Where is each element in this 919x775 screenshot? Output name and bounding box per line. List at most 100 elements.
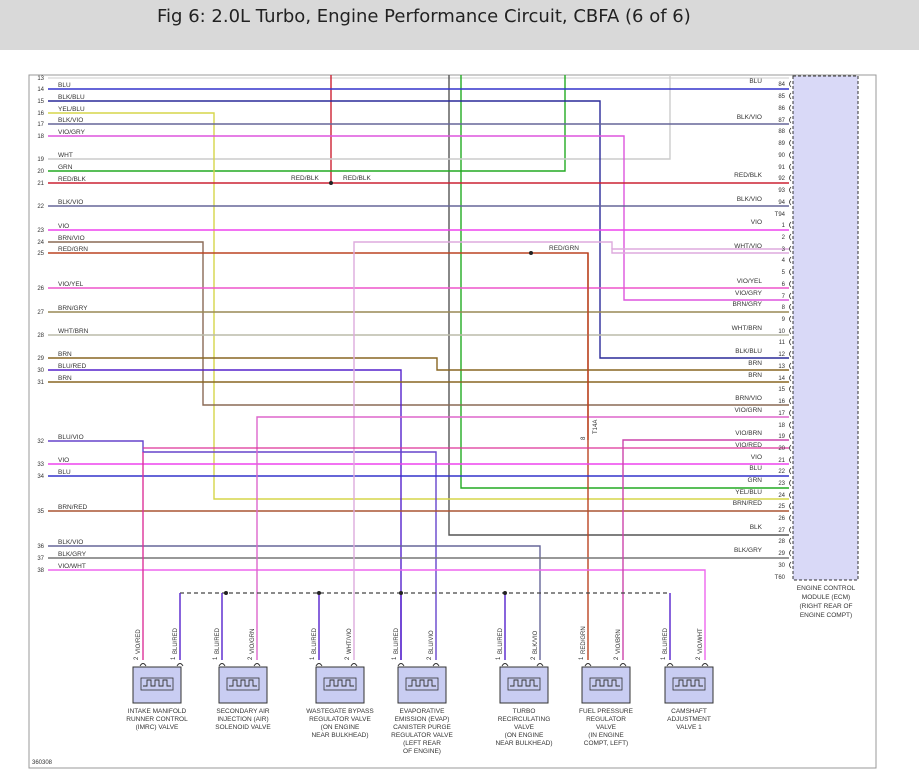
left-wire-color: BLU/RED: [58, 363, 86, 370]
ecm-pin-bracket: [789, 127, 792, 135]
component-pin-number: 2: [427, 656, 433, 660]
component-pin-number: 2: [345, 656, 351, 660]
left-wire-number: 13: [37, 76, 44, 82]
ecm-pin-bracket: [789, 303, 792, 311]
ecm-pin-number: 28: [778, 539, 785, 545]
ecm-pin-number: 84: [778, 82, 785, 88]
component-label-line: INJECTION (AIR): [217, 716, 268, 723]
component-pin-connector: [139, 663, 147, 667]
wire-row-24: [48, 241, 789, 406]
splice-dot-2: [399, 591, 403, 595]
left-wire-number: 32: [37, 439, 44, 445]
ecm-pin-number: 18: [778, 423, 785, 429]
component-pin-connector: [501, 663, 509, 667]
component-label-line: SOLENOID VALVE: [215, 724, 271, 731]
left-wire-color: BLK/VIO: [58, 117, 83, 124]
splice-dot-0: [224, 591, 228, 595]
solenoid-coil-icon: [143, 679, 171, 687]
ecm-label-line: (RIGHT REAR OF: [800, 603, 853, 610]
wire-wastegate-2: [353, 241, 613, 660]
component-body: [664, 666, 714, 704]
left-wire-number: 21: [37, 181, 44, 187]
component-pin-number: 2: [614, 656, 620, 660]
ecm-pin-bracket: [789, 292, 792, 300]
left-wire-color: BRN: [58, 375, 72, 382]
component-pin-number: 1: [392, 656, 398, 660]
figure-title: Fig 6: 2.0L Turbo, Engine Performance Ci…: [157, 6, 691, 27]
component-pin-number: 1: [171, 656, 177, 660]
ecm-pin-bracket: [789, 561, 792, 569]
splice-dot-redblk: [329, 181, 333, 185]
ecm-pin-color: BLK/GRY: [734, 547, 763, 554]
splice-dot-3: [503, 591, 507, 595]
ecm-pin-bracket: [789, 198, 792, 206]
ecm-pin-number: 85: [778, 94, 785, 100]
left-wire-number: 19: [37, 157, 44, 163]
wire-group: [48, 75, 789, 660]
ecm-pin-bracket: [789, 467, 792, 475]
ecm-pin-number: 14: [778, 376, 785, 382]
ecm-pin-number: 2: [782, 235, 786, 241]
ecm-pin-number: 12: [778, 352, 785, 358]
ecm-pin-color: BLU: [749, 78, 762, 85]
ecm-pin-bracket: [789, 151, 792, 159]
component-label-line: CANISTER PURGE: [393, 724, 451, 731]
ecm-pin-color: VIO: [751, 454, 762, 461]
wire-secair-2: [256, 416, 789, 660]
diagram-frame: [28, 74, 877, 769]
ecm-pin-number: 15: [778, 387, 785, 393]
ecm-pin-bracket: [789, 256, 792, 264]
wire-row-29: [48, 357, 789, 371]
splice-dot-redgrn: [529, 251, 533, 255]
ecm-pin-bracket: [789, 397, 792, 405]
solenoid-coil-icon: [510, 679, 538, 687]
component-label-line: VALVE 1: [676, 724, 702, 731]
component-label-line: NEAR BULKHEAD): [311, 732, 368, 739]
ecm-pin-color: VIO/BRN: [735, 430, 762, 437]
left-wire-color: BLU: [58, 469, 71, 476]
wire-row-38: [48, 569, 706, 660]
ecm-pin-bracket: [789, 385, 792, 393]
solenoid-frame-icon: [323, 677, 357, 691]
ecm-pin-number: 13: [778, 364, 785, 370]
component-label-line: (ON ENGINE: [321, 724, 360, 731]
component-label-line: (IMRC) VALVE: [136, 724, 179, 731]
connector-pin-label: 8: [581, 436, 587, 440]
ecm-pin-bracket: [789, 92, 792, 100]
ecm-pin-number: 26: [778, 516, 785, 522]
component-pin-number: 2: [531, 656, 537, 660]
ecm-pin-color: RED/BLK: [734, 172, 762, 179]
ecm-pin-bracket: [789, 409, 792, 417]
component-wire-color: WHT/VIO: [347, 628, 353, 654]
ecm-pin-bracket: [789, 315, 792, 323]
component-label-line: FUEL PRESSURE: [579, 708, 634, 715]
ecm-pin-color: WHT/BRN: [732, 325, 763, 332]
component-wire-color: VIO/RED: [136, 629, 142, 654]
component-label-line: COMPT, LEFT): [584, 740, 628, 747]
left-wire-number: 38: [37, 568, 44, 574]
component-label-line: EVAPORATIVE: [400, 708, 446, 715]
ecm-pin-bracket: [789, 245, 792, 253]
ecm-pin-bracket: [789, 280, 792, 288]
component-label-line: RUNNER CONTROL: [126, 716, 188, 723]
ecm-pin-color: VIO/GRY: [735, 290, 763, 297]
ecm-pin-number: 16: [778, 399, 785, 405]
left-wire-color: RED/GRN: [58, 246, 88, 253]
ecm-pin-number: 24: [778, 493, 785, 499]
ecm-pin-bracket: [789, 537, 792, 545]
ecm-pin-number: 22: [778, 469, 785, 475]
ecm-pin-bracket: [789, 514, 792, 522]
component-pin-connector: [432, 663, 440, 667]
left-wire-number: 23: [37, 228, 44, 234]
component-wire-color: BLU/RED: [394, 627, 400, 654]
ecm-pin-color: YEL/BLU: [735, 489, 762, 496]
left-wire-color: WHT/BRN: [58, 328, 89, 335]
left-wire-number: 17: [37, 122, 44, 128]
left-wire-color: RED/BLK: [58, 176, 86, 183]
wire-row-25: [48, 252, 589, 660]
wire-row-36: [48, 545, 541, 660]
component-label-line: (IN ENGINE: [588, 732, 624, 739]
ecm-group: [789, 75, 859, 581]
wire-row-20: [48, 75, 566, 172]
